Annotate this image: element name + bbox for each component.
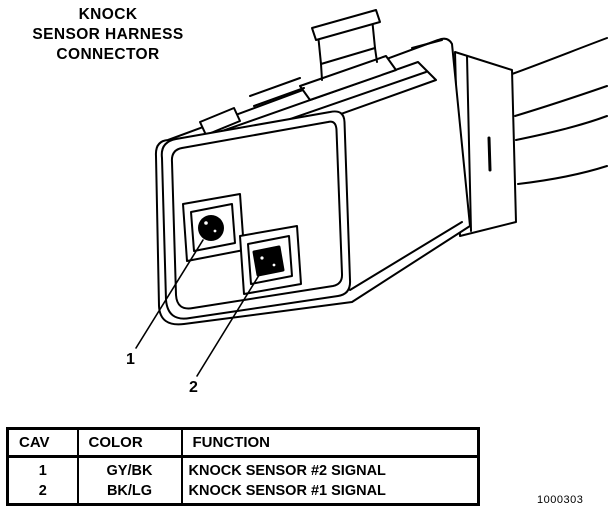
col-header-cav: CAV (7, 428, 79, 458)
terminal-pin-1 (198, 215, 224, 241)
diagram-title-line-3: CONNECTOR (56, 46, 160, 63)
cell-cav-1: 1 (7, 456, 79, 481)
table-row-cav-1: 1 GY/BK KNOCK SENSOR #2 SIGNAL (7, 456, 479, 481)
cell-function-1: KNOCK SENSOR #2 SIGNAL (188, 463, 386, 479)
wires (511, 37, 608, 185)
connector-front-face (160, 110, 352, 320)
diagram-title-line-2: SENSOR HARNESS (32, 26, 184, 43)
terminal-cavity-2 (239, 225, 302, 295)
callout-label-1: 1 (126, 351, 135, 368)
cell-color-1: GY/BK (77, 456, 183, 481)
terminal-pin-2 (252, 245, 285, 277)
callout-leader-lines (135, 239, 262, 377)
col-header-color: COLOR (77, 428, 183, 458)
diagram-title-line-1: KNOCK (78, 6, 138, 23)
terminal-cavity-1 (182, 193, 245, 262)
pinout-header-row: CAV COLOR FUNCTION (7, 428, 479, 458)
table-row-cav-2: 2 BK/LG KNOCK SENSOR #1 SIGNAL (7, 481, 479, 505)
callout-label-2: 2 (189, 379, 198, 396)
figure-number: 1000303 (537, 494, 584, 506)
cell-color-2: BK/LG (77, 481, 183, 505)
diagram-title: KNOCK SENSOR HARNESS CONNECTOR (4, 5, 212, 65)
pinout-table: CAV COLOR FUNCTION 1 GY/BK KNOCK SENSOR … (6, 427, 480, 506)
col-header-function: FUNCTION (181, 428, 479, 458)
cell-function-2: KNOCK SENSOR #1 SIGNAL (188, 483, 386, 499)
cell-cav-2: 2 (7, 481, 79, 505)
connector-diagram (135, 9, 608, 377)
rear-wire-shroud (454, 51, 517, 237)
